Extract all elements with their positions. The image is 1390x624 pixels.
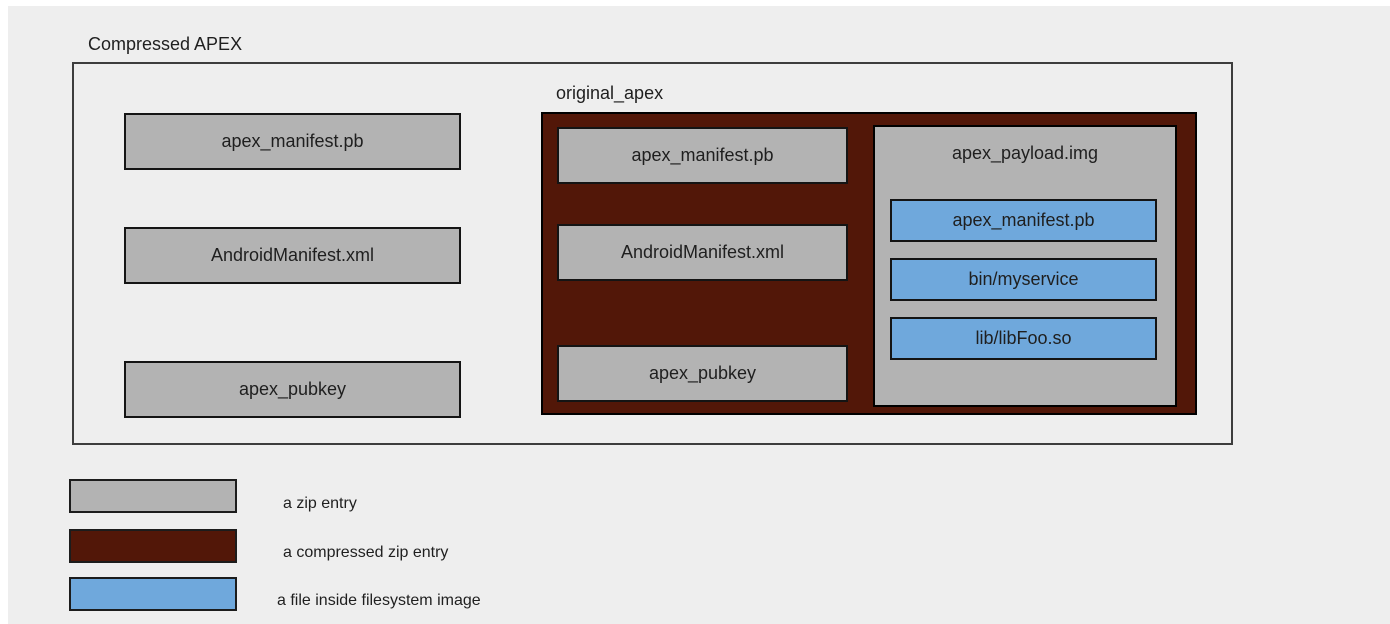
legend-label-zip-entry: a zip entry — [283, 495, 357, 512]
zip-entry-label: apex_manifest.pb — [631, 145, 774, 165]
legend-swatch-compressed-zip-entry — [69, 529, 237, 563]
zip-entry-label: apex_pubkey — [238, 379, 347, 399]
fs-file-label: bin/myservice — [968, 269, 1079, 289]
zip-entry-android-manifest-xml: AndroidManifest.xml — [124, 227, 461, 284]
legend-label-file-inside-fs-image: a file inside filesystem image — [277, 592, 481, 609]
fs-file-label: lib/libFoo.so — [975, 328, 1072, 348]
inner-zip-entry-android-manifest-xml: AndroidManifest.xml — [557, 224, 848, 281]
fs-file-apex-manifest-pb: apex_manifest.pb — [890, 199, 1157, 242]
zip-entry-apex-manifest-pb: apex_manifest.pb — [124, 113, 461, 170]
zip-entry-label: AndroidManifest.xml — [210, 245, 375, 265]
fs-file-bin-myservice: bin/myservice — [890, 258, 1157, 301]
top-edge-strip — [0, 0, 1390, 6]
compressed-apex-box — [72, 62, 1233, 445]
zip-entry-label: AndroidManifest.xml — [620, 242, 785, 262]
fs-file-label: apex_manifest.pb — [952, 210, 1095, 230]
zip-entry-label: apex_manifest.pb — [221, 131, 364, 151]
zip-entry-label: apex_pubkey — [648, 363, 757, 383]
left-edge-strip — [0, 0, 8, 624]
original-apex-title: original_apex — [556, 83, 664, 103]
legend-swatch-file-inside-fs-image — [69, 577, 237, 611]
legend-swatch-zip-entry — [69, 479, 237, 513]
inner-zip-entry-apex-manifest-pb: apex_manifest.pb — [557, 127, 848, 184]
fs-file-lib-libfoo-so: lib/libFoo.so — [890, 317, 1157, 360]
apex-payload-img-box: apex_payload.img apex_manifest.pb bin/my… — [873, 125, 1177, 407]
apex-payload-img-label: apex_payload.img — [951, 143, 1099, 163]
inner-zip-entry-apex-pubkey: apex_pubkey — [557, 345, 848, 402]
zip-entry-apex-pubkey: apex_pubkey — [124, 361, 461, 418]
compressed-apex-title: Compressed APEX — [88, 34, 243, 54]
legend-label-compressed-zip-entry: a compressed zip entry — [283, 544, 449, 561]
